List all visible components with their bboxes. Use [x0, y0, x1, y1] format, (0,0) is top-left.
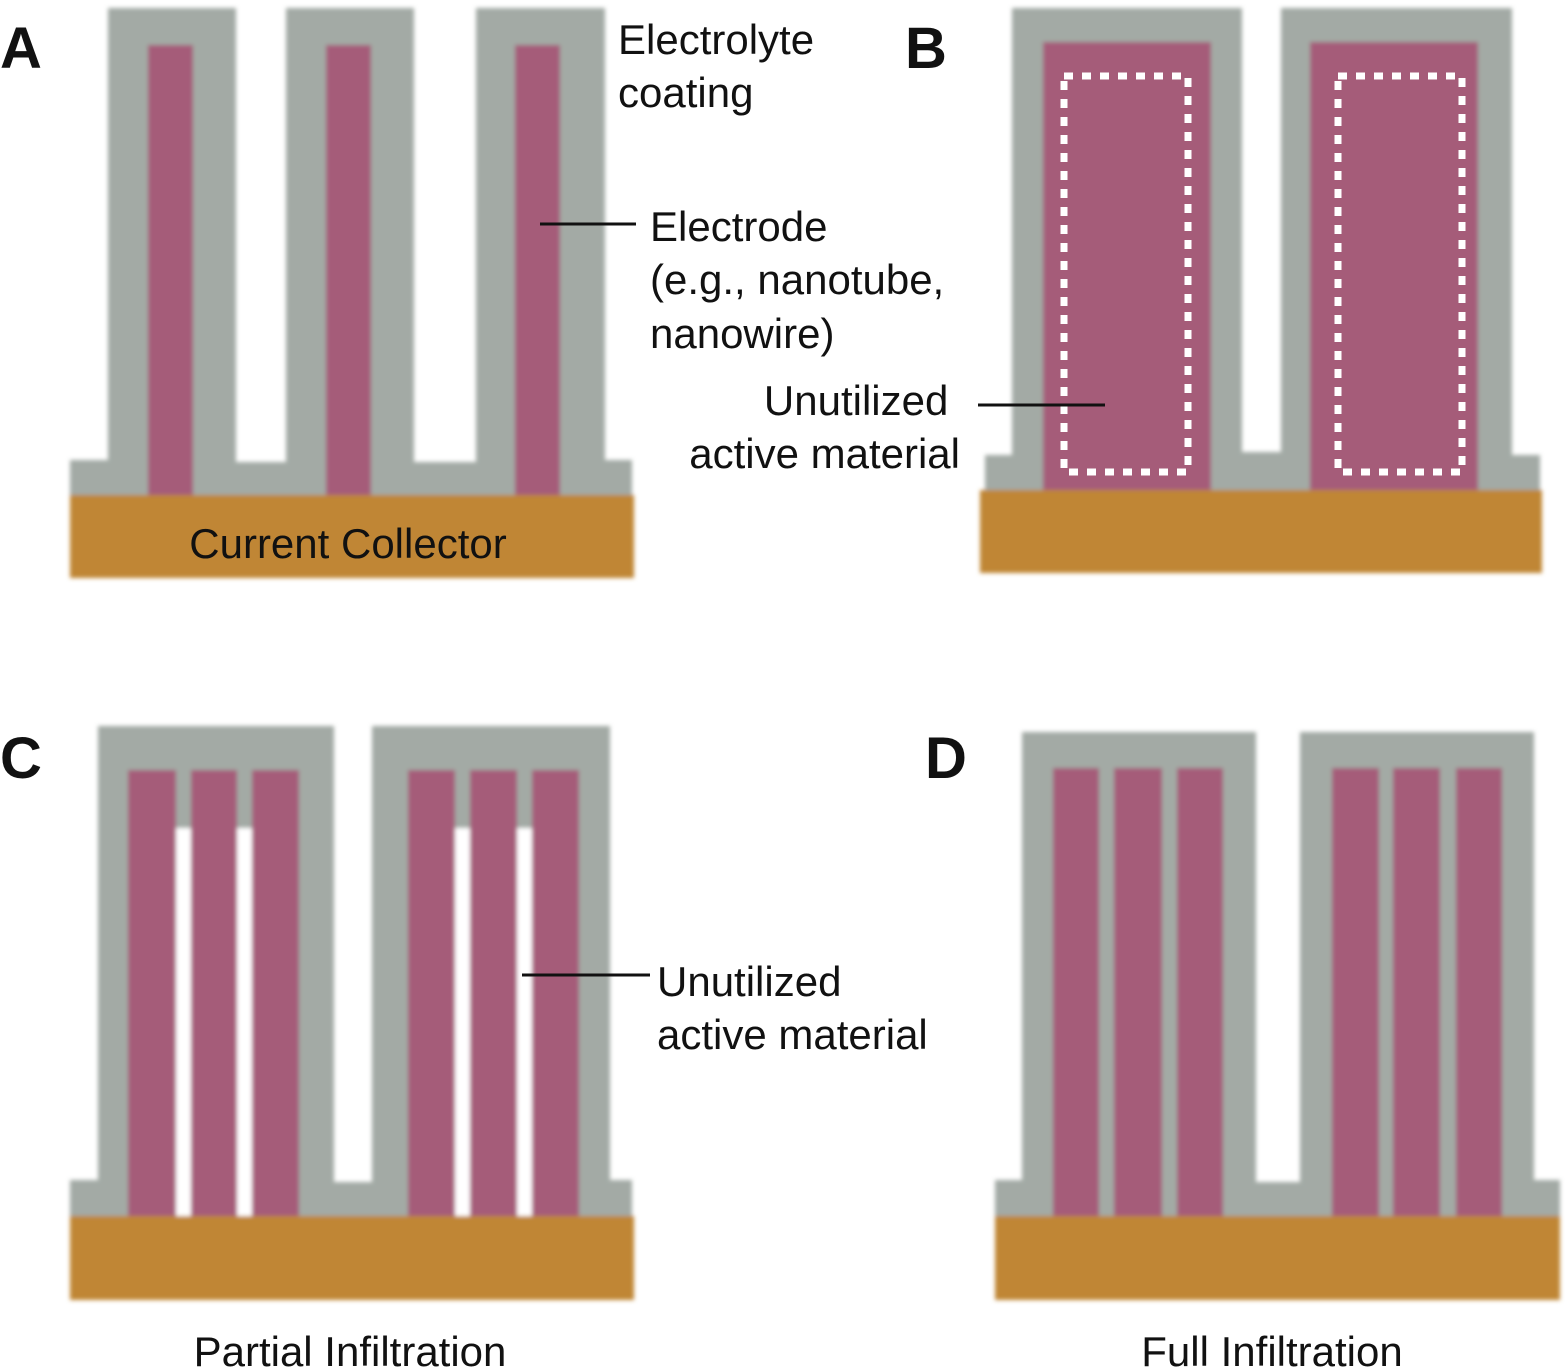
panel-a-letter: A: [0, 16, 42, 81]
unutilized-region-outline: [1060, 72, 1192, 476]
panel-a: A Current Collector Electrolyte coating …: [0, 8, 956, 578]
panel-a-current-collector: [70, 495, 634, 578]
panel-a-electrode-rod: [148, 45, 193, 497]
panel-c-structure: [70, 726, 634, 1300]
panel-d-electrode-rod: [1114, 768, 1162, 1218]
panel-d-electrode-rod: [1393, 768, 1440, 1218]
panel-c-open-pore: [517, 828, 532, 1218]
panel-c-electrode-rod: [252, 770, 299, 1220]
panel-c: C Unutilized active material Partial Inf…: [0, 726, 928, 1370]
panel-c-open-pore: [237, 828, 252, 1218]
panel-d-electrode-rod: [1177, 768, 1223, 1218]
panel-d-current-collector: [995, 1216, 1560, 1300]
panel-b: B Unutilized active material: [689, 8, 1542, 573]
panel-c-electrode-rod: [191, 770, 237, 1220]
panel-c-open-pore: [455, 828, 470, 1218]
panel-a-electrode-rod: [326, 45, 371, 497]
electrolyte-coating-label: Electrolyte coating: [618, 16, 826, 116]
full-infiltration-caption: Full Infiltration: [1141, 1328, 1402, 1370]
panel-b-structure: [980, 8, 1542, 573]
panel-b-current-collector: [980, 490, 1542, 573]
panel-c-electrode-rod: [470, 770, 517, 1220]
panel-b-letter: B: [905, 16, 947, 81]
panel-c-open-pore: [176, 828, 191, 1218]
panel-a-structure: [70, 8, 634, 578]
panel-d-structure: [995, 732, 1560, 1300]
current-collector-label: Current Collector: [189, 520, 506, 567]
panel-d-electrode-rod: [1456, 768, 1502, 1218]
electrode-label: Electrode (e.g., nanotube, nanowire): [650, 203, 956, 357]
panel-c-letter: C: [0, 726, 42, 791]
panel-d-letter: D: [925, 726, 967, 791]
unutilized-region-outline: [1334, 72, 1466, 476]
panel-d: D Full Infiltration: [925, 726, 1560, 1370]
panel-c-electrode-rod: [408, 770, 455, 1220]
panel-d-electrode-rod: [1053, 768, 1099, 1218]
unutilized-material-label-b: Unutilized active material: [689, 377, 960, 477]
panel-a-electrode-rod: [515, 45, 560, 497]
unutilized-material-label-c: Unutilized active material: [657, 958, 928, 1058]
panel-c-current-collector: [70, 1216, 634, 1300]
partial-infiltration-caption: Partial Infiltration: [194, 1328, 507, 1370]
panel-c-electrode-rod: [532, 770, 579, 1220]
panel-d-electrode-rod: [1332, 768, 1379, 1218]
panel-c-electrode-rod: [128, 770, 176, 1220]
panel-b-electrode-block: [1043, 42, 1211, 494]
